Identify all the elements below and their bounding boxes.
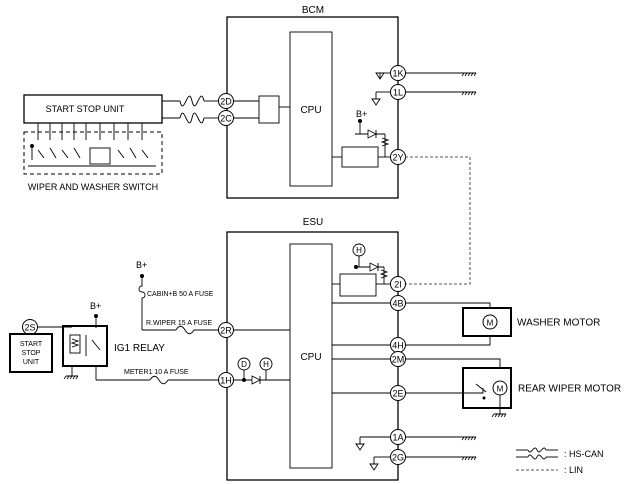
meter1-fuse-circuit: METER1 10 A FUSE: [96, 369, 219, 385]
terminal-2i: 2I: [394, 280, 402, 290]
ig1-relay: B+ IG1 RELAY: [62, 301, 165, 380]
legend-hscan-label: : HS-CAN: [564, 449, 604, 459]
esu-module: ESU CPU H D: [226, 217, 399, 481]
bcm-lin-driver: [341, 146, 379, 168]
esu-d-marker: D: [241, 360, 247, 369]
rwiper-fuse-label: R.WIPER 15 A FUSE: [146, 320, 212, 327]
bcm-can-transceiver: [258, 95, 280, 124]
bcm-cpu-label: CPU: [300, 105, 321, 116]
cabin-fuse-label: CABIN+B 50 A FUSE: [147, 291, 214, 298]
terminal-4b: 4B: [392, 299, 403, 309]
washer-motor: M WASHER MOTOR: [405, 302, 600, 346]
terminal-2y: 2Y: [392, 153, 403, 163]
esu-title: ESU: [303, 217, 324, 228]
lin-bus-line: [405, 156, 471, 285]
bcm-module: BCM CPU B+: [226, 5, 399, 199]
washer-motor-icon: M: [487, 319, 494, 328]
terminal-1l: 1L: [393, 88, 403, 98]
terminal-2s: 2S: [24, 323, 35, 333]
esu-lin-driver: [339, 273, 377, 297]
terminal-2m: 2M: [392, 355, 405, 365]
bcm-diode-icon: [367, 129, 377, 139]
bcm-resistor-icon: [380, 137, 390, 147]
rear-wiper-motor: M REAR WIPER MOTOR: [405, 358, 621, 418]
start-stop-unit-label: START STOP UNIT: [46, 104, 125, 114]
legend: : HS-CAN : LIN: [516, 447, 604, 475]
cabin-fuse-circuit: B+ CABIN+B 50 A FUSE R.WIPER 15 A FUSE: [136, 260, 219, 335]
ig1-bplus-label: B+: [90, 301, 101, 311]
terminal-2c: 2C: [220, 114, 232, 124]
terminal-2d: 2D: [220, 97, 232, 107]
ig1-relay-box: [62, 325, 108, 367]
esu-diode-icon: [369, 262, 379, 272]
bcm-terminals: 2D 2C 1K 1L 2Y: [218, 65, 406, 165]
esu-h-marker-bottom: H: [263, 360, 269, 369]
esu-h-marker-top: H: [356, 246, 362, 255]
legend-lin-label: : LIN: [564, 465, 583, 475]
esu-terminals: 2I 4B 4H 2M 2E 1A 2G 2R 1H: [218, 276, 406, 465]
terminal-2r: 2R: [220, 326, 232, 336]
rear-wiper-motor-icon: M: [497, 385, 504, 394]
wiper-washer-switch: WIPER AND WASHER SWITCH: [23, 131, 163, 192]
meter1-fuse-label: METER1 10 A FUSE: [124, 369, 189, 376]
rear-wiper-motor-label: REAR WIPER MOTOR: [518, 384, 621, 395]
wiper-washer-switch-label: WIPER AND WASHER SWITCH: [28, 182, 158, 192]
ig1-relay-label: IG1 RELAY: [114, 343, 165, 354]
terminal-4h: 4H: [392, 341, 404, 351]
terminal-1h: 1H: [220, 376, 232, 386]
start-stop-unit: START STOP UNIT: [23, 94, 163, 124]
esu-cpu-label: CPU: [300, 352, 321, 363]
cabin-bplus-label: B+: [136, 260, 147, 270]
ssu-line-2: STOP: [22, 350, 41, 357]
bcm-title: BCM: [302, 5, 324, 16]
esu-cpu-box: [289, 243, 333, 469]
ssu-line-1: START: [20, 341, 43, 348]
terminal-1a: 1A: [392, 433, 403, 443]
terminal-1k: 1K: [392, 69, 403, 79]
terminal-2e: 2E: [392, 389, 403, 399]
bcm-bplus-label: B+: [356, 109, 367, 119]
terminal-2g: 2G: [392, 453, 404, 463]
ssu-line-3: UNIT: [23, 359, 40, 366]
hs-can-twisted-pair: [162, 95, 218, 124]
washer-motor-label: WASHER MOTOR: [517, 318, 600, 329]
bcm-cpu-box: [289, 31, 333, 187]
